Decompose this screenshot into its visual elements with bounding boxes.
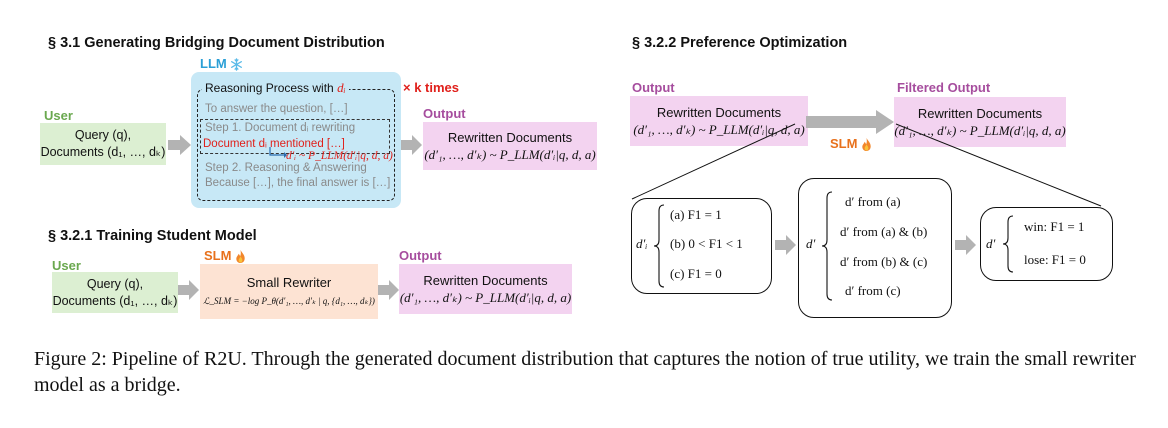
k-times-label: × k times bbox=[403, 80, 460, 95]
group-item-2: d′ from (a) & (b) bbox=[840, 224, 928, 239]
user2-label: User bbox=[52, 258, 81, 273]
win-label: win: F1 = 1 bbox=[1024, 219, 1085, 234]
section-title-3-2-2: § 3.2.2 Preference Optimization bbox=[632, 35, 848, 51]
filtered-output-formula: (d′₁, …, d′ₖ) ~ P_LLM(d′ᵢ|q, d, a) bbox=[894, 123, 1066, 138]
arrow-llm-to-output bbox=[401, 135, 422, 155]
user2-query-box: Query (q), Documents (d₁, …, dₖ) bbox=[52, 272, 178, 313]
case-c: (c) F1 = 0 bbox=[670, 266, 722, 281]
right-output-formula: (d′₁, …, d′ₖ) ~ P_LLM(d′ᵢ|q, d, a) bbox=[633, 122, 805, 137]
case-a: (a) F1 = 1 bbox=[670, 207, 722, 222]
group-var: d′ bbox=[806, 236, 816, 251]
reasoning-di: dᵢ bbox=[337, 80, 346, 95]
slm-label-text: SLM bbox=[204, 248, 232, 263]
group-brace bbox=[821, 191, 833, 301]
group-item-4: d′ from (c) bbox=[845, 283, 901, 298]
output-box: Rewritten Documents (d′₁, …, d′ₖ) ~ P_LL… bbox=[423, 122, 597, 170]
filtered-output-box: Rewritten Documents (d′₁, …, d′ₖ) ~ P_LL… bbox=[894, 97, 1066, 147]
step1-highlight-text: Document dᵢ mentioned […] bbox=[203, 138, 345, 150]
group-item-3: d′ from (b) & (c) bbox=[840, 254, 928, 269]
flame-icon bbox=[236, 250, 245, 264]
arrow-output-to-filtered bbox=[806, 110, 894, 134]
output2-title: Rewritten Documents bbox=[423, 273, 548, 288]
query-line-2: Documents (d₁, …, dₖ) bbox=[40, 145, 166, 159]
group-item-1: d′ from (a) bbox=[845, 194, 901, 209]
output-formula: (d′₁, …, d′ₖ) ~ P_LLM(d′ᵢ|q, d, a) bbox=[424, 147, 596, 162]
step1-arrow bbox=[269, 147, 287, 158]
reasoning-title-text: Reasoning Process with bbox=[205, 81, 338, 95]
step-answer-text: To answer the question, […] bbox=[205, 103, 348, 115]
user-label: User bbox=[44, 108, 73, 123]
snowflake-icon bbox=[231, 58, 243, 71]
step1-text: Step 1. Document dᵢ rewriting bbox=[205, 122, 356, 134]
llm-label: LLM bbox=[200, 56, 243, 71]
group-box bbox=[798, 178, 952, 318]
llm-label-text: LLM bbox=[200, 56, 227, 71]
section-title-3-1: § 3.1 Generating Bridging Document Distr… bbox=[48, 35, 385, 51]
case-b: (b) 0 < F1 < 1 bbox=[670, 236, 743, 251]
step2-text: Step 2. Reasoning & Answering bbox=[205, 162, 367, 174]
case-split-box bbox=[631, 198, 772, 294]
query2-line-1: Query (q), bbox=[86, 276, 144, 291]
arrow-user-to-llm bbox=[168, 135, 191, 155]
win-lose-box bbox=[980, 207, 1113, 281]
step1-dashed-frame bbox=[200, 119, 390, 154]
filtered-output-title: Rewritten Documents bbox=[917, 106, 1043, 121]
query-line-1: Query (q), bbox=[74, 128, 132, 142]
lose-label: lose: F1 = 0 bbox=[1024, 252, 1086, 267]
output-label: Output bbox=[423, 106, 466, 121]
right-output-box: Rewritten Documents (d′₁, …, d′ₖ) ~ P_LL… bbox=[630, 96, 808, 146]
output2-box: Rewritten Documents (d′₁, …, d′ₖ) ~ P_LL… bbox=[399, 264, 572, 314]
reasoning-title: Reasoning Process with dᵢ bbox=[202, 80, 349, 96]
arrow-case-to-group bbox=[775, 235, 796, 255]
right-output-label: Output bbox=[632, 80, 675, 95]
step1-formula: d′ᵢ ~ P_LLM(d′ᵢ|q, d, a) bbox=[286, 150, 393, 162]
right-slm-label-text: SLM bbox=[830, 136, 858, 151]
output2-label: Output bbox=[399, 248, 442, 263]
arrow-slm-to-output2 bbox=[378, 280, 399, 300]
right-output-title: Rewritten Documents bbox=[656, 105, 782, 120]
output-title: Rewritten Documents bbox=[447, 130, 573, 145]
case-brace bbox=[653, 204, 665, 288]
slm-label: SLM bbox=[204, 248, 246, 264]
section-title-3-2-1: § 3.2.1 Training Student Model bbox=[48, 228, 257, 244]
flame-icon bbox=[862, 138, 871, 152]
arrow-group-to-final bbox=[955, 235, 976, 255]
small-rewriter-title: Small Rewriter bbox=[246, 274, 332, 290]
arrow-user2-to-slm bbox=[178, 280, 199, 300]
query2-line-2: Documents (d₁, …, dₖ) bbox=[52, 293, 178, 308]
step1-highlight-box: Document dᵢ mentioned […] bbox=[201, 134, 347, 152]
output2-formula: (d′₁, …, d′ₖ) ~ P_LLM(d′ᵢ|q, d, a) bbox=[399, 290, 572, 305]
loss-formula: ℒ_SLM = −log P_θ(d′₁, …, d′ₖ | q, {d₁, …… bbox=[203, 295, 375, 306]
figure-caption: Figure 2: Pipeline of R2U. Through the g… bbox=[34, 348, 1136, 396]
right-slm-label: SLM bbox=[830, 136, 872, 152]
case-var: d′ᵢ bbox=[636, 236, 648, 251]
final-brace bbox=[1002, 215, 1014, 273]
final-var: d′ bbox=[986, 236, 996, 251]
step2-because-text: Because […], the final answer is […] bbox=[205, 177, 391, 189]
user-query-box: Query (q), Documents (d₁, …, dₖ) bbox=[40, 123, 166, 165]
small-rewriter-box: Small Rewriter ℒ_SLM = −log P_θ(d′₁, …, … bbox=[200, 264, 378, 319]
filtered-output-label: Filtered Output bbox=[897, 80, 991, 95]
